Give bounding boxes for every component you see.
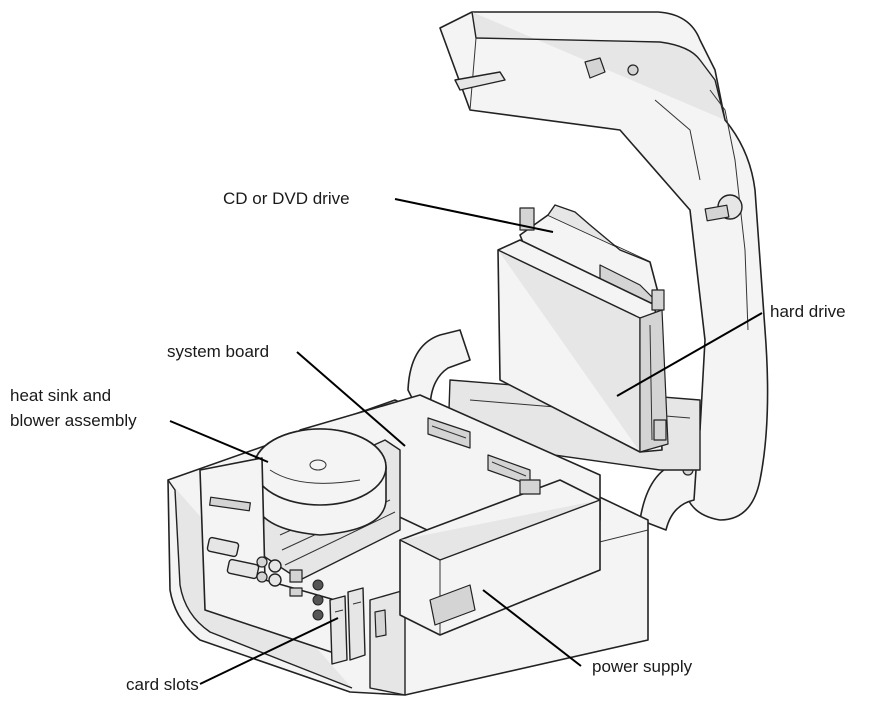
label-hard-drive: hard drive [770, 301, 846, 322]
leader-heat-sink [170, 421, 268, 462]
label-power-supply: power supply [592, 656, 692, 677]
label-cd-dvd-drive: CD or DVD drive [223, 188, 350, 209]
label-system-board: system board [167, 341, 269, 362]
label-heat-sink-line1: heat sink and [10, 385, 111, 406]
label-heat-sink-line2: blower assembly [10, 410, 137, 431]
label-card-slots: card slots [126, 674, 199, 695]
